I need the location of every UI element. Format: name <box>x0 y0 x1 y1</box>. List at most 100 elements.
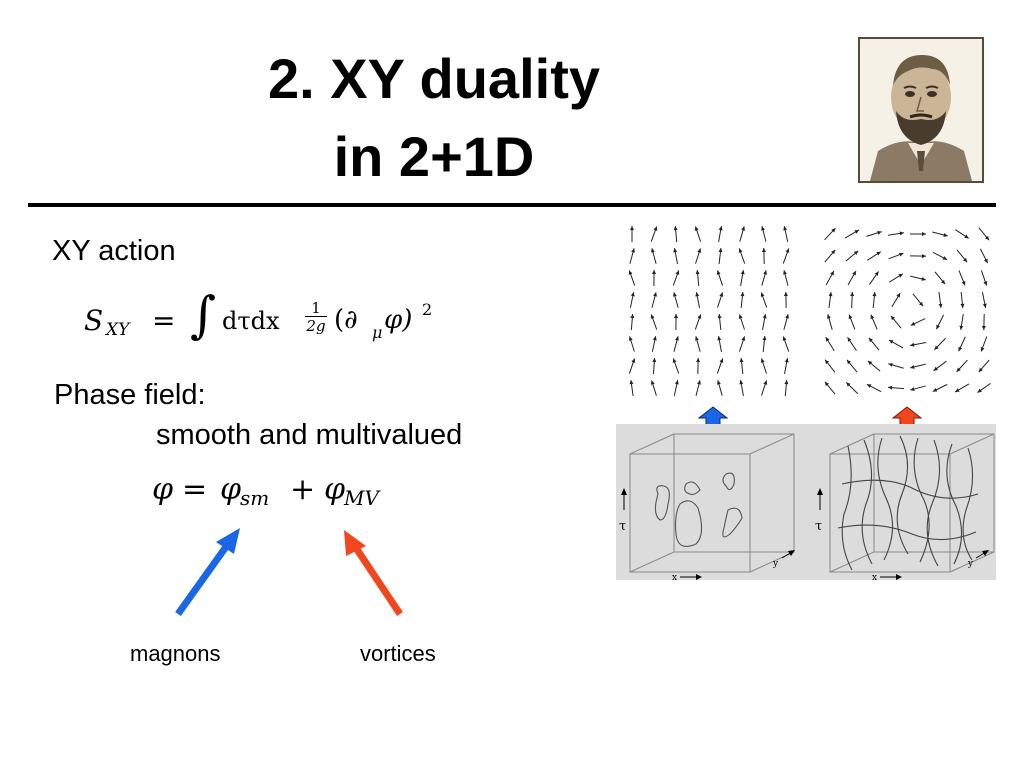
eq-action-lhs: S <box>84 304 104 337</box>
spin-arrow <box>888 339 904 349</box>
eq-decomp-lhs: φ <box>152 472 174 507</box>
spin-arrow <box>716 270 724 286</box>
cube-left <box>629 433 795 573</box>
spin-arrow <box>890 315 902 329</box>
cube-right <box>829 433 995 573</box>
spin-arrow <box>650 226 658 242</box>
spin-arrow <box>846 359 858 373</box>
spin-arrow <box>826 314 833 330</box>
spin-arrow <box>824 359 836 373</box>
spin-arrow <box>888 231 904 236</box>
label-vortices: vortices <box>360 641 436 666</box>
spin-arrow <box>717 313 722 331</box>
spin-arrow <box>739 336 746 352</box>
spin-arrow <box>717 336 722 352</box>
spin-arrow <box>980 336 988 352</box>
spin-arrow <box>738 314 745 330</box>
axis-tau-left: τ <box>619 519 626 534</box>
title-line-2: in 2+1D <box>333 125 535 188</box>
spin-arrow <box>760 292 768 308</box>
spin-arrow <box>694 314 702 330</box>
spin-arrow <box>694 336 701 352</box>
eq-action-measure: dτdx <box>222 307 280 335</box>
eq-action-frac-den: 2g <box>306 317 326 335</box>
spin-arrow <box>629 292 635 308</box>
spin-arrow <box>934 337 946 351</box>
spin-arrow <box>651 292 657 308</box>
spin-arrow <box>782 248 790 264</box>
magnon-arrow <box>175 528 240 617</box>
spin-arrow <box>739 357 744 375</box>
spin-arrow <box>866 251 882 261</box>
spin-arrow <box>760 358 767 374</box>
subheading-smooth-multivalued: smooth and multivalued <box>156 419 463 451</box>
spin-arrow <box>981 313 986 331</box>
vortex-arrow <box>344 530 403 616</box>
spin-arrow <box>630 226 634 242</box>
spin-arrow <box>695 269 700 287</box>
spin-arrow <box>695 292 700 308</box>
eq-decomp-term2: φ <box>324 472 346 507</box>
spin-arrow <box>868 337 880 351</box>
portrait-image <box>858 37 984 183</box>
cube-right-axes: τ x y <box>815 488 989 583</box>
eq-action-lhs-sub: XY <box>106 320 130 340</box>
spin-arrow <box>716 358 724 374</box>
eq-decomp-term1-sub: sm <box>240 486 270 510</box>
eq-action-frac-num: 1 <box>305 300 327 317</box>
spin-arrow <box>824 381 836 395</box>
spin-arrow <box>845 382 859 394</box>
spin-arrow <box>674 313 679 331</box>
spin-arrow <box>909 254 927 259</box>
spin-arrow <box>932 251 948 261</box>
spin-arrow <box>651 248 657 264</box>
spin-arrow <box>847 270 857 286</box>
spin-arrow <box>935 314 945 330</box>
spin-arrow <box>696 357 701 375</box>
spin-arrow <box>891 292 901 308</box>
heading-xy-action: XY action <box>52 235 176 267</box>
spin-arrow <box>672 358 680 374</box>
spin-arrow <box>828 292 833 308</box>
spin-arrow <box>740 291 745 309</box>
eq-decomp-term2-sub: MV <box>344 486 379 510</box>
spin-arrow <box>740 270 745 286</box>
spin-arrow <box>872 291 877 309</box>
eq-action-power: 2 <box>422 300 433 319</box>
spin-arrow <box>978 227 990 241</box>
spin-arrow <box>825 270 835 286</box>
spin-arrow <box>762 335 767 353</box>
spin-arrow <box>932 231 948 237</box>
spin-arrow <box>628 358 636 374</box>
spin-arrow <box>824 249 836 263</box>
spin-arrow <box>866 230 882 237</box>
eq-decomp-plus: + <box>290 472 316 507</box>
spin-arrow <box>909 232 927 237</box>
spin-arrow <box>718 247 723 265</box>
eq-action-equals: = <box>152 304 176 337</box>
spin-arrow <box>695 380 701 396</box>
spacetime-panel: τ x y <box>616 424 996 583</box>
spin-arrow <box>958 270 966 286</box>
spin-arrow <box>850 291 855 309</box>
spin-arrow <box>910 363 926 369</box>
spin-arrow <box>934 271 946 285</box>
title-line-1: 2. XY duality <box>268 47 600 110</box>
spin-arrow <box>956 359 968 373</box>
spin-arrow <box>910 275 926 281</box>
spin-arrow <box>783 226 789 242</box>
cube-right-strings <box>837 435 979 571</box>
eq-action-phi: φ) <box>384 305 413 335</box>
spin-arrow <box>956 249 968 263</box>
spin-arrow <box>938 292 943 308</box>
spin-arrow <box>844 229 860 239</box>
spin-arrow <box>912 293 924 307</box>
axis-tau-right: τ <box>815 519 822 534</box>
spin-arrow <box>673 248 679 264</box>
spin-arrow <box>783 314 790 330</box>
spin-arrow <box>910 318 926 326</box>
spin-arrow <box>960 291 965 309</box>
spin-arrow <box>888 252 904 260</box>
spin-arrow <box>866 383 882 393</box>
spin-arrow <box>910 385 926 391</box>
